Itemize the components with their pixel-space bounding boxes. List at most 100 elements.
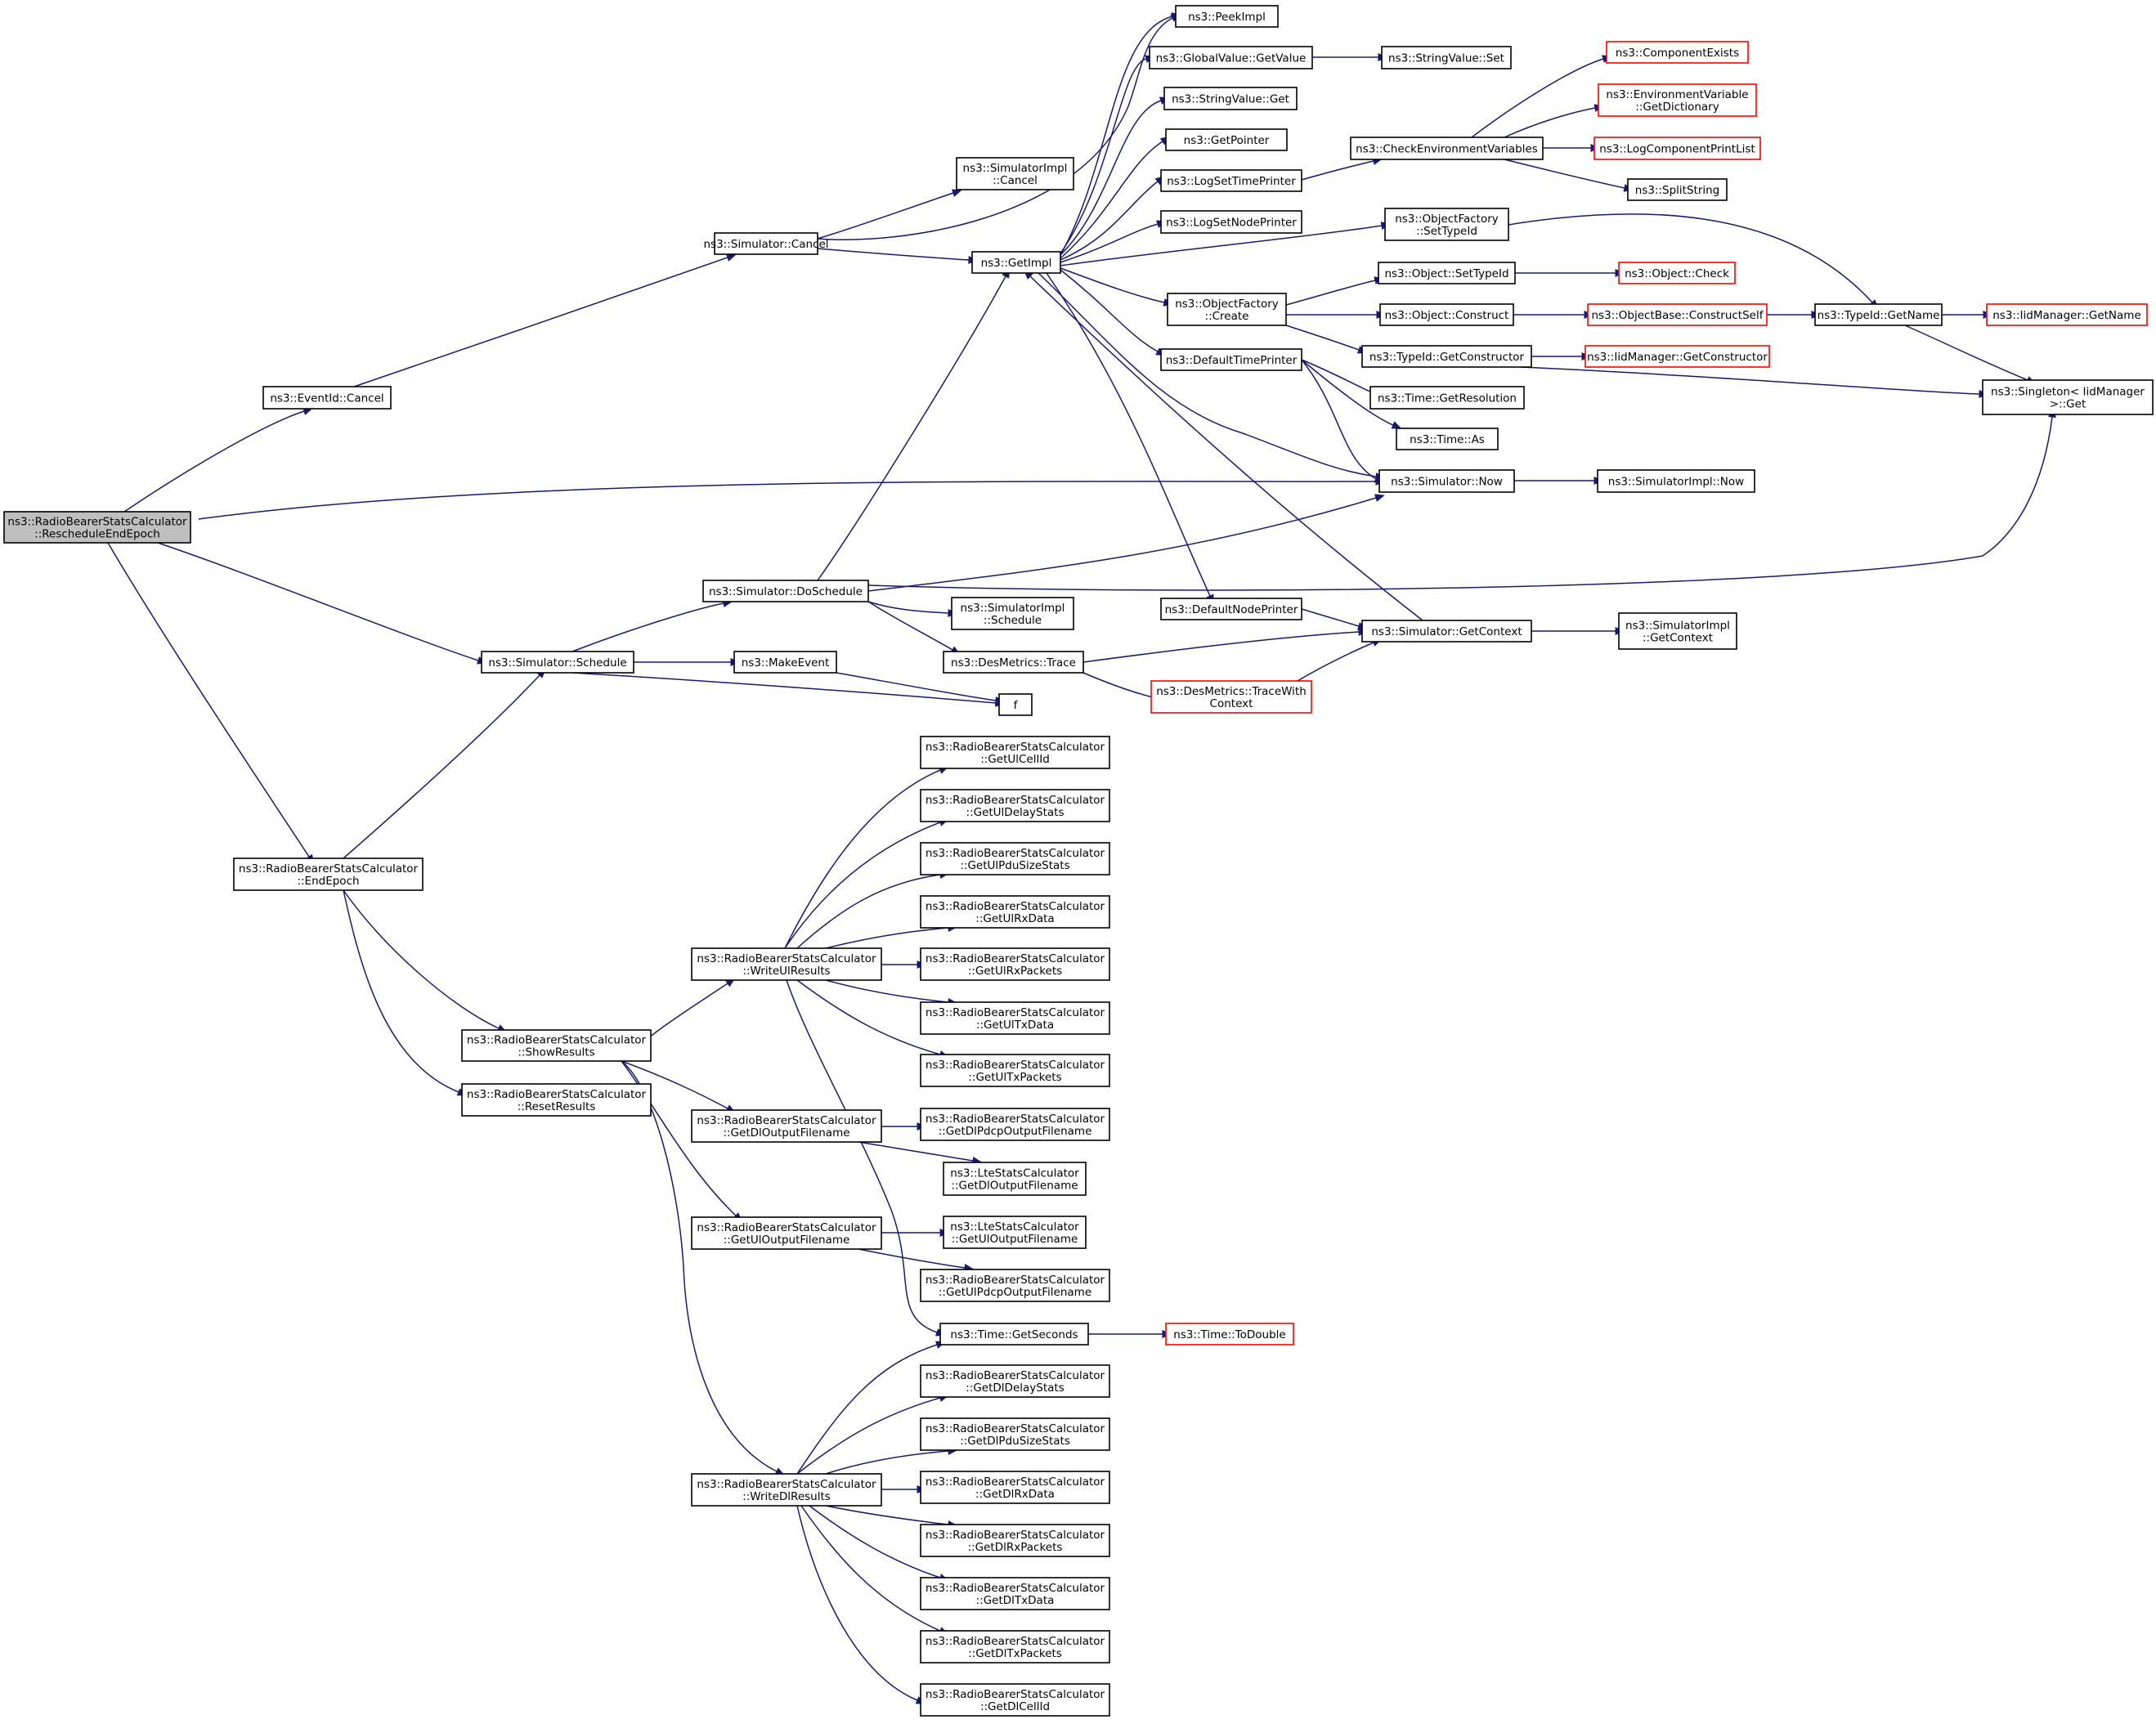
- graph-node-obj-check[interactable]: ns3::Object::Check: [1618, 262, 1736, 284]
- graph-node-getulpdcp[interactable]: ns3::RadioBearerStatsCalculator::GetUlPd…: [920, 1269, 1110, 1302]
- node-box[interactable]: [1378, 262, 1516, 284]
- graph-node-getultxpackets[interactable]: ns3::RadioBearerStatsCalculator::GetUlTx…: [920, 1054, 1110, 1087]
- node-box[interactable]: [733, 651, 837, 674]
- graph-node-logsetnode[interactable]: ns3::LogSetNodePrinter: [1160, 210, 1302, 234]
- node-box[interactable]: [1585, 345, 1770, 368]
- node-box[interactable]: [920, 947, 1110, 981]
- graph-node-getdlpdcp[interactable]: ns3::RadioBearerStatsCalculator::GetDlPd…: [920, 1108, 1110, 1141]
- graph-node-getulrxpackets[interactable]: ns3::RadioBearerStatsCalculator::GetUlRx…: [920, 947, 1110, 981]
- graph-node-time-todouble[interactable]: ns3::Time::ToDouble: [1165, 1323, 1294, 1346]
- graph-node-logcomplist[interactable]: ns3::LogComponentPrintList: [1593, 137, 1761, 160]
- node-box[interactable]: [3, 511, 191, 544]
- graph-node-lte-getdl[interactable]: ns3::LteStatsCalculator::GetDlOutputFile…: [943, 1162, 1087, 1196]
- graph-node-eventid-cancel[interactable]: ns3::EventId::Cancel: [262, 386, 392, 410]
- node-box[interactable]: [939, 1323, 1089, 1346]
- node-box[interactable]: [1587, 303, 1768, 326]
- node-box[interactable]: [1160, 348, 1302, 371]
- node-box[interactable]: [1593, 137, 1761, 160]
- node-box[interactable]: [691, 1216, 882, 1250]
- node-box[interactable]: [262, 386, 392, 410]
- graph-node-writeul[interactable]: ns3::RadioBearerStatsCalculator::WriteUl…: [691, 947, 882, 981]
- graph-node-sim-doschedule[interactable]: ns3::Simulator::DoSchedule: [702, 580, 869, 602]
- graph-node-getdlrxdata[interactable]: ns3::RadioBearerStatsCalculator::GetDlRx…: [920, 1471, 1110, 1504]
- graph-node-resetresults[interactable]: ns3::RadioBearerStatsCalculator::ResetRe…: [461, 1083, 652, 1117]
- graph-node-simimpl-now[interactable]: ns3::SimulatorImpl::Now: [1597, 469, 1755, 493]
- node-box[interactable]: [1361, 620, 1532, 643]
- graph-node-obj-construct[interactable]: ns3::Object::Construct: [1379, 303, 1514, 326]
- node-box[interactable]: [920, 1524, 1110, 1557]
- node-box[interactable]: [1361, 345, 1532, 368]
- node-box[interactable]: [1160, 169, 1302, 192]
- graph-node-getulrxdata[interactable]: ns3::RadioBearerStatsCalculator::GetUlRx…: [920, 895, 1110, 929]
- node-box[interactable]: [691, 947, 882, 981]
- node-box[interactable]: [1618, 612, 1737, 650]
- graph-node-sim-cancel[interactable]: ns3::Simulator::Cancel: [703, 232, 829, 255]
- node-box[interactable]: [956, 157, 1074, 190]
- graph-node-singleton-get[interactable]: ns3::Singleton< IidManager >::Get: [1982, 379, 2154, 415]
- node-box[interactable]: [1396, 428, 1499, 450]
- graph-node-sv-get[interactable]: ns3::StringValue::Get: [1163, 87, 1298, 110]
- graph-node-typeid-getname[interactable]: ns3::TypeId::GetName: [1814, 303, 1943, 326]
- graph-node-of-create[interactable]: ns3::ObjectFactory::Create: [1167, 293, 1287, 326]
- graph-node-getdltxpackets[interactable]: ns3::RadioBearerStatsCalculator::GetDlTx…: [920, 1630, 1110, 1664]
- graph-node-defaulttime[interactable]: ns3::DefaultTimePrinter: [1160, 348, 1302, 371]
- graph-node-simimpl-cancel[interactable]: ns3::SimulatorImpl::Cancel: [956, 157, 1074, 190]
- graph-node-time-as[interactable]: ns3::Time::As: [1396, 428, 1499, 450]
- node-box[interactable]: [920, 789, 1110, 822]
- node-box[interactable]: [920, 1577, 1110, 1610]
- graph-node-makeevent[interactable]: ns3::MakeEvent: [733, 651, 837, 674]
- node-box[interactable]: [1167, 293, 1287, 326]
- graph-node-sim-now[interactable]: ns3::Simulator::Now: [1378, 469, 1515, 493]
- graph-node-getuldelay[interactable]: ns3::RadioBearerStatsCalculator::GetUlDe…: [920, 789, 1110, 822]
- graph-node-gv-getvalue[interactable]: ns3::GlobalValue::GetValue: [1149, 46, 1313, 69]
- node-box[interactable]: [1175, 5, 1279, 28]
- graph-node-envvar-getdict[interactable]: ns3::EnvironmentVariable::GetDictionary: [1598, 83, 1757, 117]
- graph-node-desmetrics-trace[interactable]: ns3::DesMetrics::Trace: [943, 651, 1084, 674]
- node-box[interactable]: [1378, 469, 1515, 493]
- graph-node-writedl[interactable]: ns3::RadioBearerStatsCalculator::WriteDl…: [691, 1473, 882, 1507]
- node-box[interactable]: [691, 1473, 882, 1507]
- graph-node-checkenv[interactable]: ns3::CheckEnvironmentVariables: [1350, 137, 1544, 160]
- node-box[interactable]: [920, 736, 1110, 769]
- graph-node-simimpl-schedule[interactable]: ns3::SimulatorImpl::Schedule: [951, 597, 1074, 630]
- node-box[interactable]: [1163, 87, 1298, 110]
- node-box[interactable]: [920, 1269, 1110, 1302]
- graph-node-typeid-getctor[interactable]: ns3::TypeId::GetConstructor: [1361, 345, 1532, 368]
- graph-node-time-getres[interactable]: ns3::Time::GetResolution: [1369, 386, 1525, 410]
- graph-node-getultxdata[interactable]: ns3::RadioBearerStatsCalculator::GetUlTx…: [920, 1001, 1110, 1035]
- node-box[interactable]: [920, 1001, 1110, 1035]
- graph-node-compexists[interactable]: ns3::ComponentExists: [1606, 41, 1749, 64]
- node-box[interactable]: [943, 1216, 1087, 1249]
- graph-node-getseconds[interactable]: ns3::Time::GetSeconds: [939, 1323, 1089, 1346]
- node-box[interactable]: [1369, 386, 1525, 410]
- node-box[interactable]: [1150, 680, 1312, 714]
- node-box[interactable]: [920, 895, 1110, 929]
- node-box[interactable]: [714, 232, 818, 255]
- graph-node-getulpdu[interactable]: ns3::RadioBearerStatsCalculator::GetUlPd…: [920, 842, 1110, 875]
- node-box[interactable]: [461, 1083, 652, 1117]
- node-box[interactable]: [481, 651, 634, 674]
- node-box[interactable]: [702, 580, 869, 602]
- graph-node-splitstring[interactable]: ns3::SplitString: [1627, 178, 1728, 201]
- node-box[interactable]: [920, 1471, 1110, 1504]
- node-box[interactable]: [1384, 208, 1509, 241]
- node-box[interactable]: [920, 1683, 1110, 1717]
- node-box[interactable]: [1379, 303, 1514, 326]
- graph-node-iid-getname[interactable]: ns3::IidManager::GetName: [1986, 303, 2148, 326]
- graph-node-defaultnode[interactable]: ns3::DefaultNodePrinter: [1160, 598, 1302, 620]
- node-box[interactable]: [1160, 598, 1302, 620]
- node-box[interactable]: [920, 1630, 1110, 1664]
- graph-node-getdlpdu[interactable]: ns3::RadioBearerStatsCalculator::GetDlPd…: [920, 1417, 1110, 1451]
- node-box[interactable]: [1598, 83, 1757, 117]
- node-box[interactable]: [920, 1417, 1110, 1451]
- node-box[interactable]: [691, 1109, 882, 1143]
- node-box[interactable]: [971, 251, 1061, 274]
- graph-node-getulcellid[interactable]: ns3::RadioBearerStatsCalculator::GetUlCe…: [920, 736, 1110, 769]
- node-box[interactable]: [920, 842, 1110, 875]
- node-box[interactable]: [1814, 303, 1943, 326]
- node-box[interactable]: [1350, 137, 1544, 160]
- graph-node-getdlcellid[interactable]: ns3::RadioBearerStatsCalculator::GetDlCe…: [920, 1683, 1110, 1717]
- graph-node-f[interactable]: f: [998, 693, 1033, 716]
- graph-node-lte-getul[interactable]: ns3::LteStatsCalculator::GetUlOutputFile…: [943, 1216, 1087, 1249]
- node-box[interactable]: [943, 1162, 1087, 1196]
